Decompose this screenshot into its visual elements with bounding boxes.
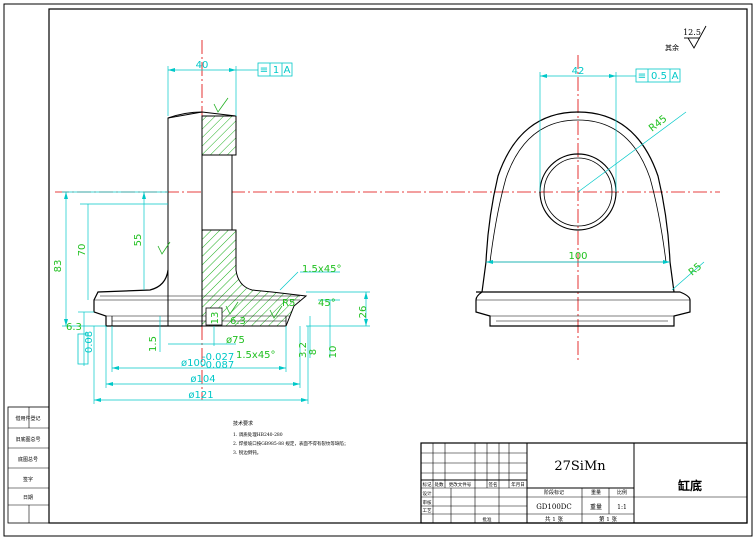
- weight-header: 重量: [591, 489, 601, 496]
- dim-d100: ø100: [181, 358, 206, 369]
- dim-w100: 100: [568, 251, 587, 262]
- dim-ang45: 45°: [318, 298, 336, 309]
- dim-d121: ø121: [188, 390, 213, 401]
- side-tol-frame: ≡ 0.5 A: [635, 68, 681, 83]
- front-dim-arrows: [64, 68, 368, 402]
- roughness-note: 其余: [665, 43, 679, 52]
- dim-r45: R45: [647, 114, 669, 135]
- role-label: 设计: [423, 490, 432, 497]
- dim-t32: 3.2: [298, 342, 309, 358]
- side-block-item: 旧底图总号: [15, 436, 40, 443]
- tol-value: 0.5: [651, 71, 667, 82]
- side-block-item: 借用件登记: [15, 415, 40, 422]
- dim-r63: 6.3: [230, 316, 246, 327]
- tol-symbol: ≡: [638, 71, 646, 82]
- tech-notes: 技术要求 1. 调质处理HB240-280 2. 焊接坡口按GB985-88 规…: [233, 420, 348, 456]
- front-tol-frame: ≡ 1 A: [257, 62, 293, 77]
- material: 27SiMn: [554, 459, 606, 474]
- dim-d104: ø104: [190, 374, 215, 385]
- part-name: 缸底: [678, 478, 702, 493]
- rev-label: 签名: [489, 481, 498, 488]
- role-label: 审核: [423, 499, 432, 506]
- notes-line: 3. 锐边倒钝。: [233, 449, 261, 456]
- dim-chamfer-bot: 1.5x45°: [236, 350, 276, 361]
- weight-label: 重量: [590, 503, 602, 511]
- side-block-item: 签字: [23, 476, 33, 483]
- dim-t15: 1.5: [148, 336, 159, 352]
- dim-t8: 8: [308, 349, 319, 355]
- title-block: 27SiMn 缸底 GD100DC 重量 1:1 阶段标记 重量 比例 共 1 …: [420, 442, 748, 524]
- rev-label: 更改文件号: [449, 481, 472, 488]
- roughness-value: 12.5: [683, 28, 701, 37]
- dim-tol-lower: -0.087: [202, 360, 234, 371]
- dim-left-63: 6.3: [66, 322, 82, 333]
- rev-label: 年月日: [511, 481, 525, 488]
- dim-left-tol: 0.08: [84, 331, 95, 353]
- dim-h70: 70: [77, 244, 88, 257]
- general-roughness: 12.5 其余: [665, 25, 707, 52]
- tol-datum: A: [672, 71, 679, 82]
- tol-datum: A: [284, 65, 291, 76]
- dim-t10: 10: [328, 346, 339, 359]
- scale: 1:1: [617, 504, 627, 511]
- dim-chamfer-top: 1.5x45°: [302, 264, 342, 275]
- dim-d75: ø75: [226, 335, 245, 346]
- dim-width-top: 40: [196, 60, 209, 71]
- dim-t26: 26: [358, 306, 369, 319]
- front-dim-texts: 40 83 70 55 1.5x45° R5 45° 26 13 6.3 1.5…: [53, 60, 369, 401]
- notes-line: 2. 焊接坡口按GB985-88 规定，表面不得有裂纹等缺陷；: [233, 440, 348, 447]
- role-label: 批准: [483, 516, 492, 523]
- rev-label: 标记: [423, 481, 432, 488]
- notes-line: 1. 调质处理HB240-280: [233, 431, 283, 438]
- left-tol-box: [77, 333, 89, 365]
- dim-r5: R5: [282, 298, 295, 309]
- side-block-item: 底图总号: [18, 456, 38, 463]
- side-block: 借用件登记 旧底图总号 底图总号 签字 日期: [7, 406, 50, 524]
- side-view: [475, 111, 691, 327]
- side-dim-arrows: [486, 74, 670, 264]
- inner-border: [48, 8, 748, 524]
- side-dim-lines: [486, 72, 705, 291]
- tol-value: 1: [273, 65, 279, 76]
- rev-label: 处数: [435, 481, 444, 488]
- drawing-no: GD100DC: [536, 503, 572, 511]
- roughness-marks: [157, 97, 283, 319]
- dim-tol-upper: -0.027: [202, 352, 234, 363]
- tol-symbol: ≡: [260, 65, 268, 76]
- side-dim-texts: 42 R45 100 R5: [568, 66, 704, 278]
- sheet-total: 共 1 张: [545, 515, 563, 523]
- dim-h55: 55: [133, 234, 144, 247]
- dim-h83: 83: [53, 260, 64, 273]
- sheet-no: 第 1 张: [599, 515, 617, 523]
- side-block-item: 日期: [23, 495, 33, 501]
- dim-t13: 13: [210, 312, 221, 325]
- notes-title: 技术要求: [233, 420, 253, 427]
- outer-border: [3, 3, 753, 537]
- stage-label: 阶段标记: [544, 489, 564, 496]
- dim-width-42: 42: [572, 66, 585, 77]
- role-label: 工艺: [423, 508, 432, 514]
- scale-label: 比例: [617, 489, 627, 496]
- front-dim-lines: [62, 66, 370, 404]
- front-view: [93, 111, 308, 327]
